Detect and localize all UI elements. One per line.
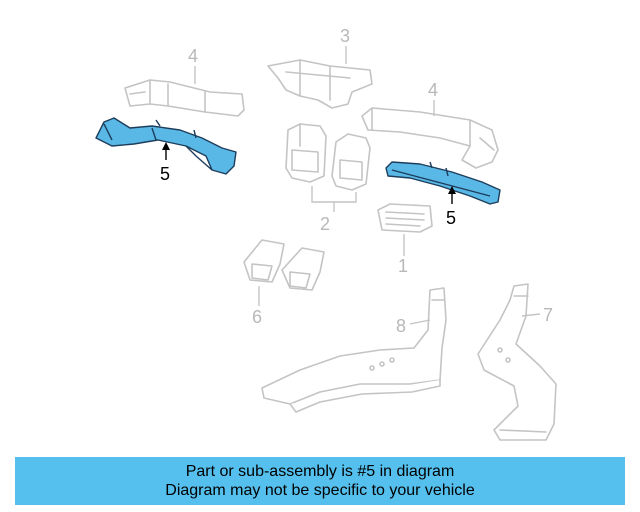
callout-6: 6 — [252, 307, 262, 327]
part-2-vents[interactable] — [285, 123, 371, 191]
callout-1: 1 — [398, 256, 408, 276]
part-7-floor-duct[interactable] — [477, 283, 557, 441]
part-4-right-duct[interactable] — [361, 107, 499, 169]
part-5-left-duct[interactable] — [95, 117, 237, 175]
callout-4-left: 4 — [188, 46, 198, 66]
banner-line-1: Part or sub-assembly is #5 in diagram — [185, 463, 455, 480]
part-4-left-duct[interactable] — [124, 79, 245, 117]
banner-line-2: Diagram may not be specific to your vehi… — [165, 482, 475, 499]
callout-5-left: 5 — [160, 164, 170, 184]
callout-2: 2 — [320, 214, 330, 234]
info-banner: Part or sub-assembly is #5 in diagram Di… — [15, 457, 625, 505]
callout-8: 8 — [396, 316, 406, 336]
parts-diagram: 4 3 4 2 1 6 8 7 5 5 — [95, 26, 557, 441]
callout-7: 7 — [543, 305, 553, 325]
part-5-right-duct[interactable] — [385, 161, 501, 205]
leader-lines-5 — [162, 142, 456, 204]
callout-4-right: 4 — [428, 80, 438, 100]
part-3-duct[interactable] — [267, 59, 373, 109]
part-6-vents[interactable] — [243, 239, 325, 291]
part-8-floor-duct[interactable] — [261, 287, 447, 413]
leader-lines — [194, 46, 541, 325]
part-1-vent[interactable] — [377, 203, 433, 233]
callout-3: 3 — [340, 26, 350, 46]
callout-5-right: 5 — [446, 208, 456, 228]
